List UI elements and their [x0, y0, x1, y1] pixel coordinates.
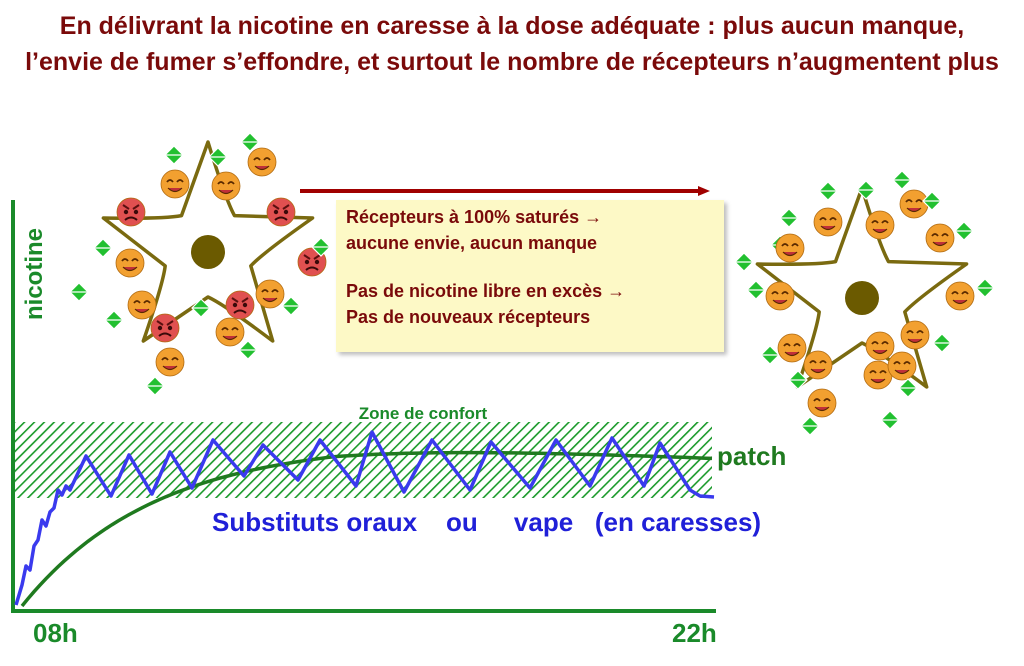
angry-face-icon — [225, 290, 255, 320]
comfort-zone-label: Zone de confort — [359, 404, 488, 423]
y-axis-label: nicotine — [21, 228, 48, 320]
happy-face-icon — [899, 189, 929, 219]
oral-vape-curve — [14, 430, 715, 606]
x-start-label: 08h — [33, 618, 78, 648]
angry-face-icon — [150, 313, 180, 343]
happy-face-icon — [945, 281, 975, 311]
happy-face-icon — [215, 317, 245, 347]
oral-vape-label: Substituts oraux ou vape (en caresses) — [212, 507, 761, 537]
happy-face-icon — [255, 279, 285, 309]
info-line-3: Pas de nicotine libre en excès → — [346, 281, 626, 301]
happy-face-icon — [865, 210, 895, 240]
happy-face-icon — [765, 281, 795, 311]
angry-face-icon — [297, 247, 327, 277]
happy-face-icon — [211, 171, 241, 201]
page-title: En délivrant la nicotine en caresse à la… — [25, 12, 999, 76]
happy-face-icon — [813, 207, 843, 237]
happy-face-icon — [127, 290, 157, 320]
happy-face-icon — [155, 347, 185, 377]
happy-face-icon — [925, 223, 955, 253]
x-end-label: 22h — [672, 618, 717, 648]
happy-face-icon — [887, 351, 917, 381]
happy-face-icon — [865, 331, 895, 361]
info-line-4: Pas de nouveaux récepteurs — [346, 307, 591, 327]
happy-face-icon — [160, 169, 190, 199]
happy-face-icon — [777, 333, 807, 363]
happy-face-icon — [775, 233, 805, 263]
info-box: Récepteurs à 100% saturés → aucune envie… — [336, 200, 724, 352]
angry-face-icon — [116, 197, 146, 227]
happy-face-icon — [900, 320, 930, 350]
neuron-before — [69, 132, 331, 396]
info-line-2: aucune envie, aucun manque — [346, 233, 598, 253]
happy-face-icon — [115, 248, 145, 278]
info-line-1: Récepteurs à 100% saturés → — [346, 207, 603, 227]
patch-label: patch — [717, 441, 786, 471]
nucleus — [845, 281, 879, 315]
angry-face-icon — [266, 197, 296, 227]
happy-face-icon — [803, 350, 833, 380]
arrow-head-icon — [698, 186, 710, 196]
happy-face-icon — [247, 147, 277, 177]
happy-face-icon — [807, 388, 837, 418]
nucleus — [191, 235, 225, 269]
neuron-after — [734, 170, 995, 436]
